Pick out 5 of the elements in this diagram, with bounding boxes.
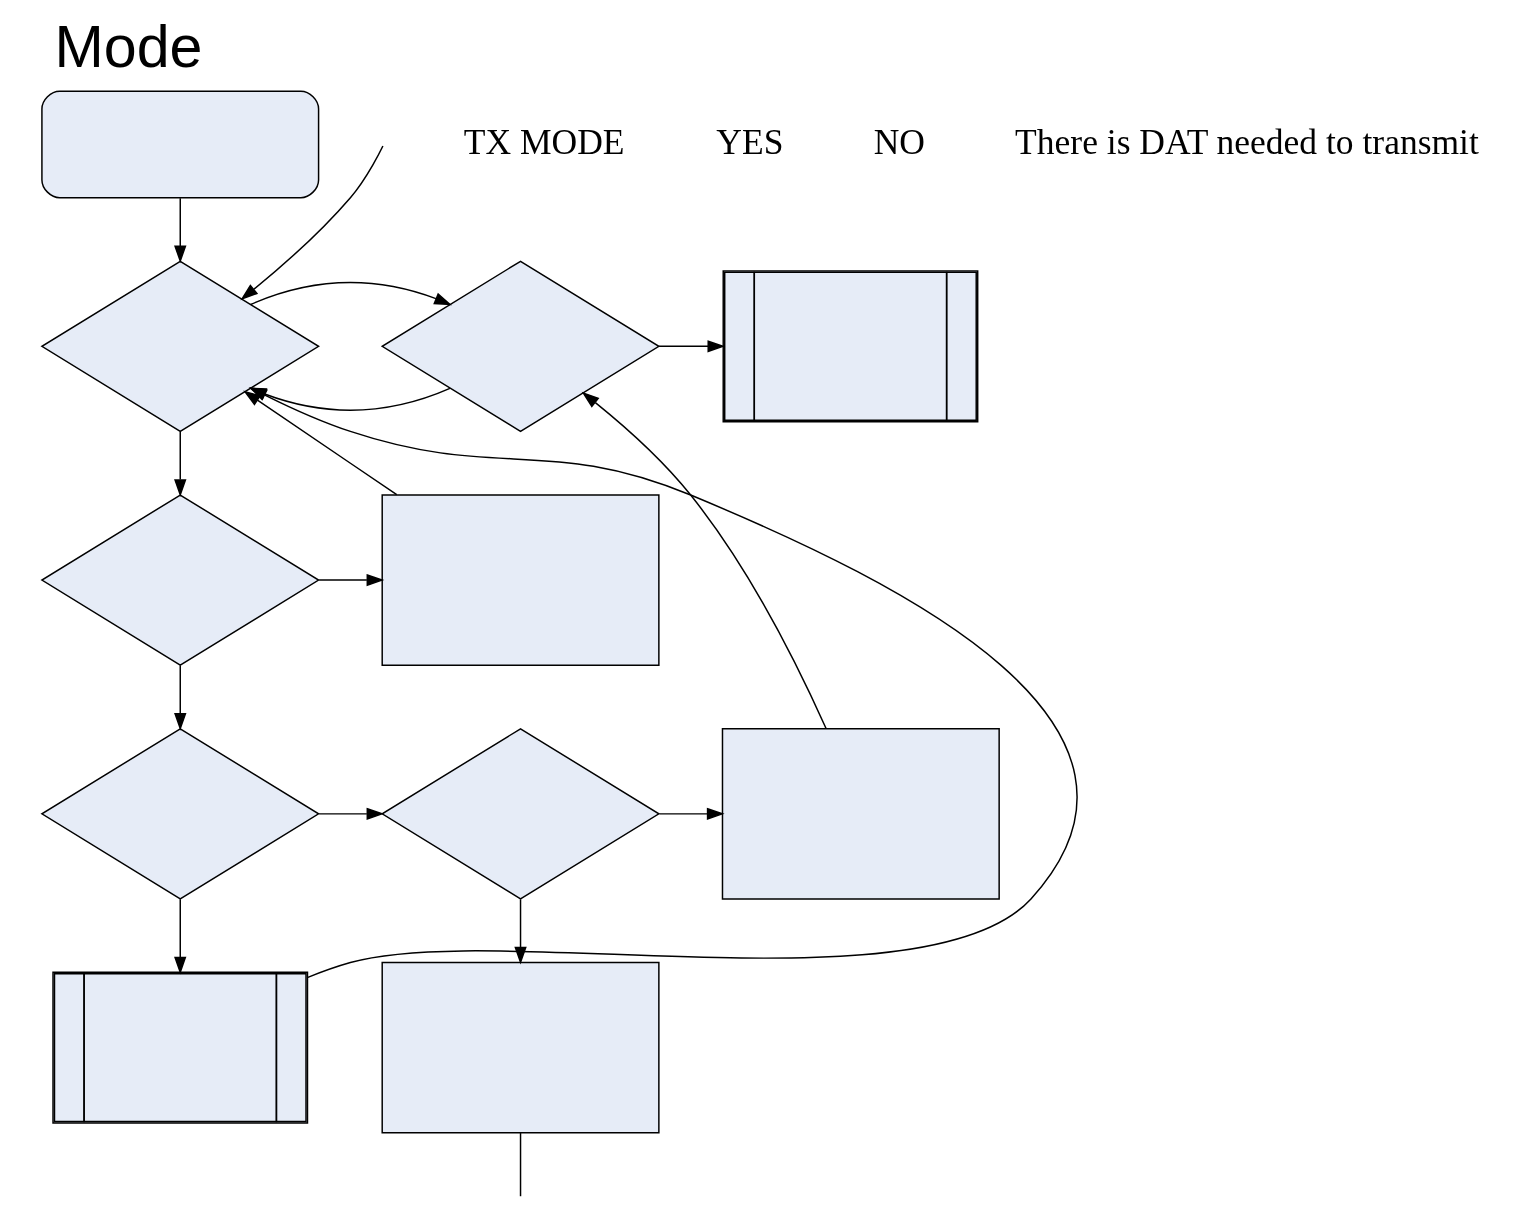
label: There is DAT needed to transmit: [1015, 121, 1479, 162]
label: YES: [716, 121, 784, 162]
label: TX MODE: [463, 121, 625, 162]
label: NO: [873, 121, 925, 162]
diagram-title: Mode: [54, 13, 203, 81]
